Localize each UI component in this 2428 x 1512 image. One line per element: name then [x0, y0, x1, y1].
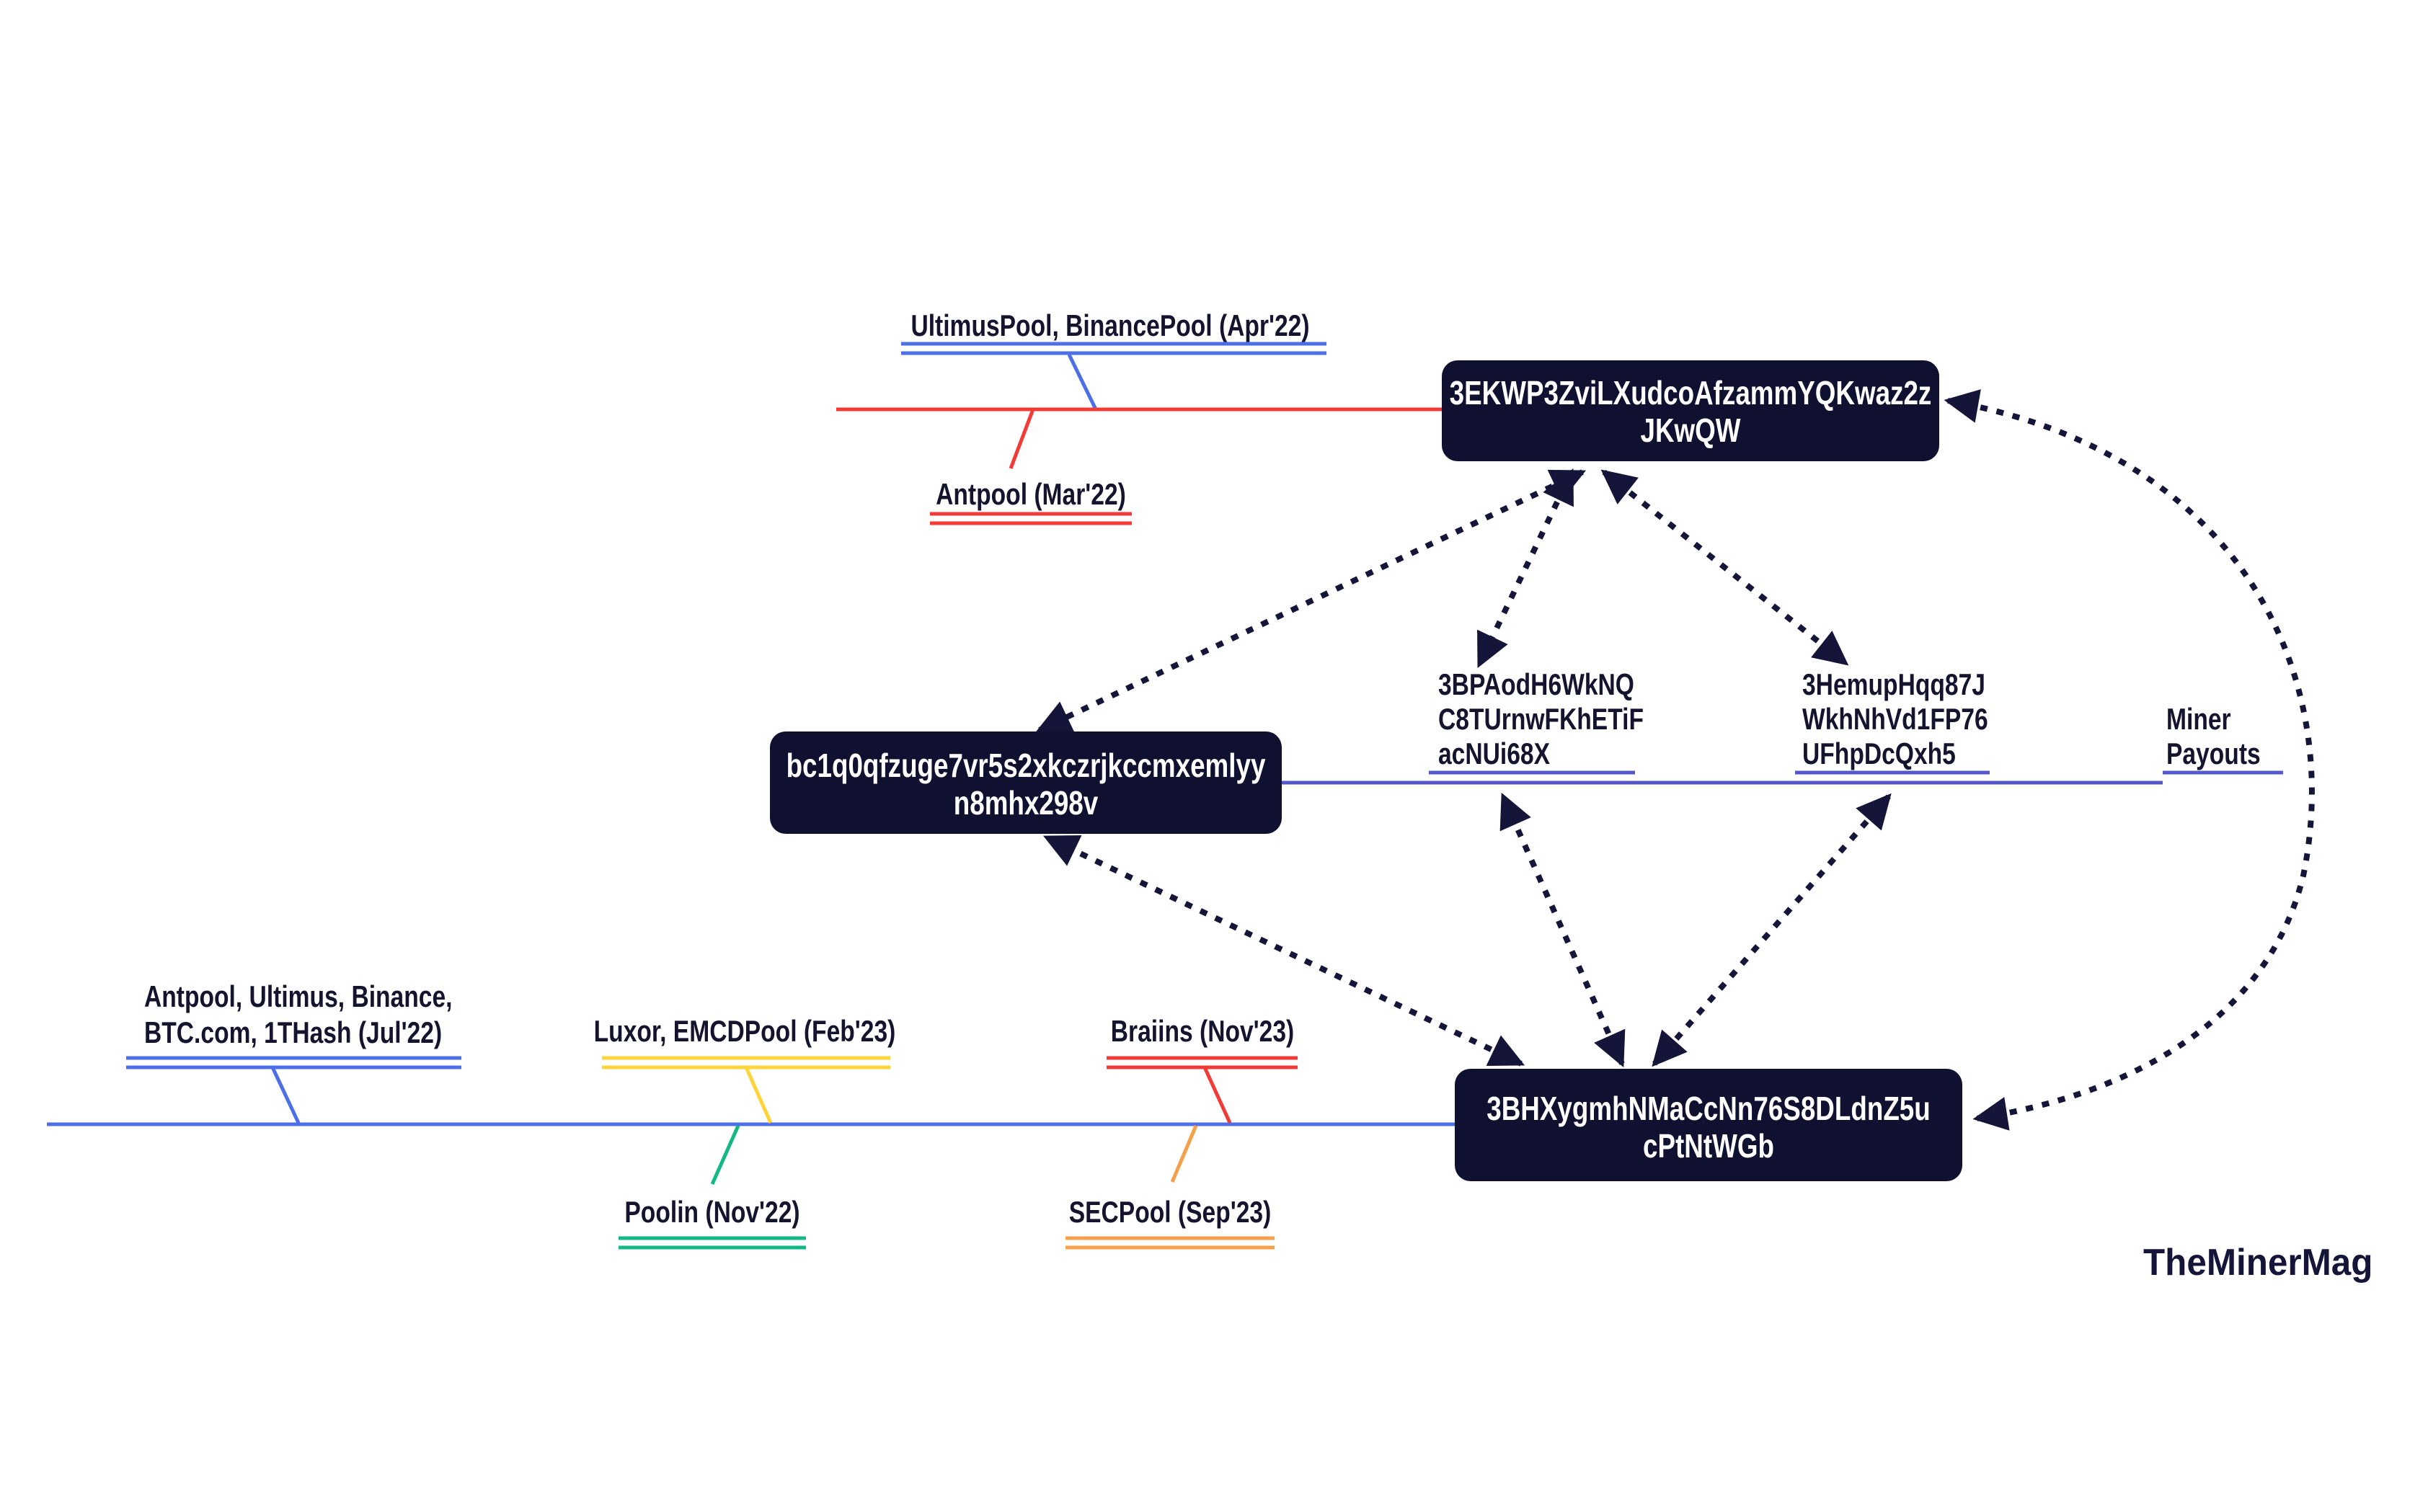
address-line: JKwQW: [1640, 412, 1741, 449]
pool-label-braiins: Braiins (Nov'23): [1110, 1014, 1295, 1048]
caption-line: Payouts: [2166, 737, 2261, 770]
arrow-3bhx-3hemup: [1652, 793, 1892, 1067]
caption-line: Miner: [2166, 702, 2231, 736]
arrow-3ekwp-3hemup: [1600, 469, 1849, 666]
miner-payouts-line: [1282, 770, 2283, 785]
address-line: 3BHXygmhNMaCcNn76S8DLdnZ5u: [1487, 1090, 1931, 1127]
theminermag-wordmark: TheMinerMag: [2143, 1242, 2373, 1284]
transfer-arrows: [1035, 389, 2315, 1131]
address-label-line: C8TUrnwFKhETiF: [1438, 702, 1644, 736]
poolin-underline: [619, 1124, 806, 1250]
address-label-line: UFhpDcQxh5: [1802, 737, 1956, 770]
miner-payouts-caption: Miner Payouts: [2166, 702, 2261, 771]
braiins-underline: [1107, 1056, 1298, 1124]
address-label-line: WkhNhVd1FP76: [1802, 702, 1988, 736]
address-label-3bpa: 3BPAodH6WkNQ C8TUrnwFKhETiF acNUi68X: [1438, 667, 1644, 771]
address-line: 3EKWP3ZviLXudcoAfzammYQKwaz2z: [1449, 374, 1932, 412]
address-label-line: 3BPAodH6WkNQ: [1438, 667, 1634, 701]
pool-label-antpool: Antpool (Mar'22): [936, 477, 1126, 511]
pool-label-line: Antpool, Ultimus, Binance,: [144, 979, 453, 1013]
address-line: cPtNtWGb: [1643, 1127, 1774, 1165]
address-box-bc1q: bc1q0qfzuge7vr5s2xkczrjkccmxemlyy n8mhx2…: [770, 731, 1282, 834]
luxor-underline: [602, 1056, 890, 1124]
arrow-3bhx-bc1q: [1042, 835, 1525, 1067]
pool-label-poolin: Poolin (Nov'22): [624, 1195, 800, 1229]
pool-label-line: BTC.com, 1THash (Jul'22): [144, 1015, 443, 1049]
arrow-3ekwp-3bpa: [1476, 468, 1574, 669]
address-line: n8mhx298v: [953, 784, 1099, 822]
pool-label-secpool: SECPool (Sep'23): [1068, 1195, 1272, 1229]
bottom-timeline-blue: [47, 1056, 1455, 1126]
antpool-top-line: [836, 407, 1442, 525]
address-line: bc1q0qfzuge7vr5s2xkczrjkccmxemlyy: [786, 747, 1266, 784]
address-label-line: 3HemupHqq87J: [1802, 667, 1985, 701]
address-label-3hemup: 3HemupHqq87J WkhNhVd1FP76 UFhpDcQxh5: [1802, 667, 1988, 771]
address-box-3ekwp: 3EKWP3ZviLXudcoAfzammYQKwaz2z JKwQW: [1442, 360, 1939, 461]
secpool-underline: [1065, 1125, 1275, 1250]
arrow-3bhx-3bpa: [1499, 792, 1626, 1068]
ultimus-underline: [901, 342, 1326, 411]
address-box-3bhx: 3BHXygmhNMaCcNn76S8DLdnZ5u cPtNtWGb: [1455, 1069, 1962, 1181]
pool-label-antpool-group: Antpool, Ultimus, Binance, BTC.com, 1THa…: [144, 979, 452, 1051]
pool-label-ultimus-binance: UltimusPool, BinancePool (Apr'22): [910, 308, 1310, 342]
address-label-line: acNUi68X: [1438, 737, 1551, 770]
pool-label-luxor-emcd: Luxor, EMCDPool (Feb'23): [593, 1014, 896, 1048]
